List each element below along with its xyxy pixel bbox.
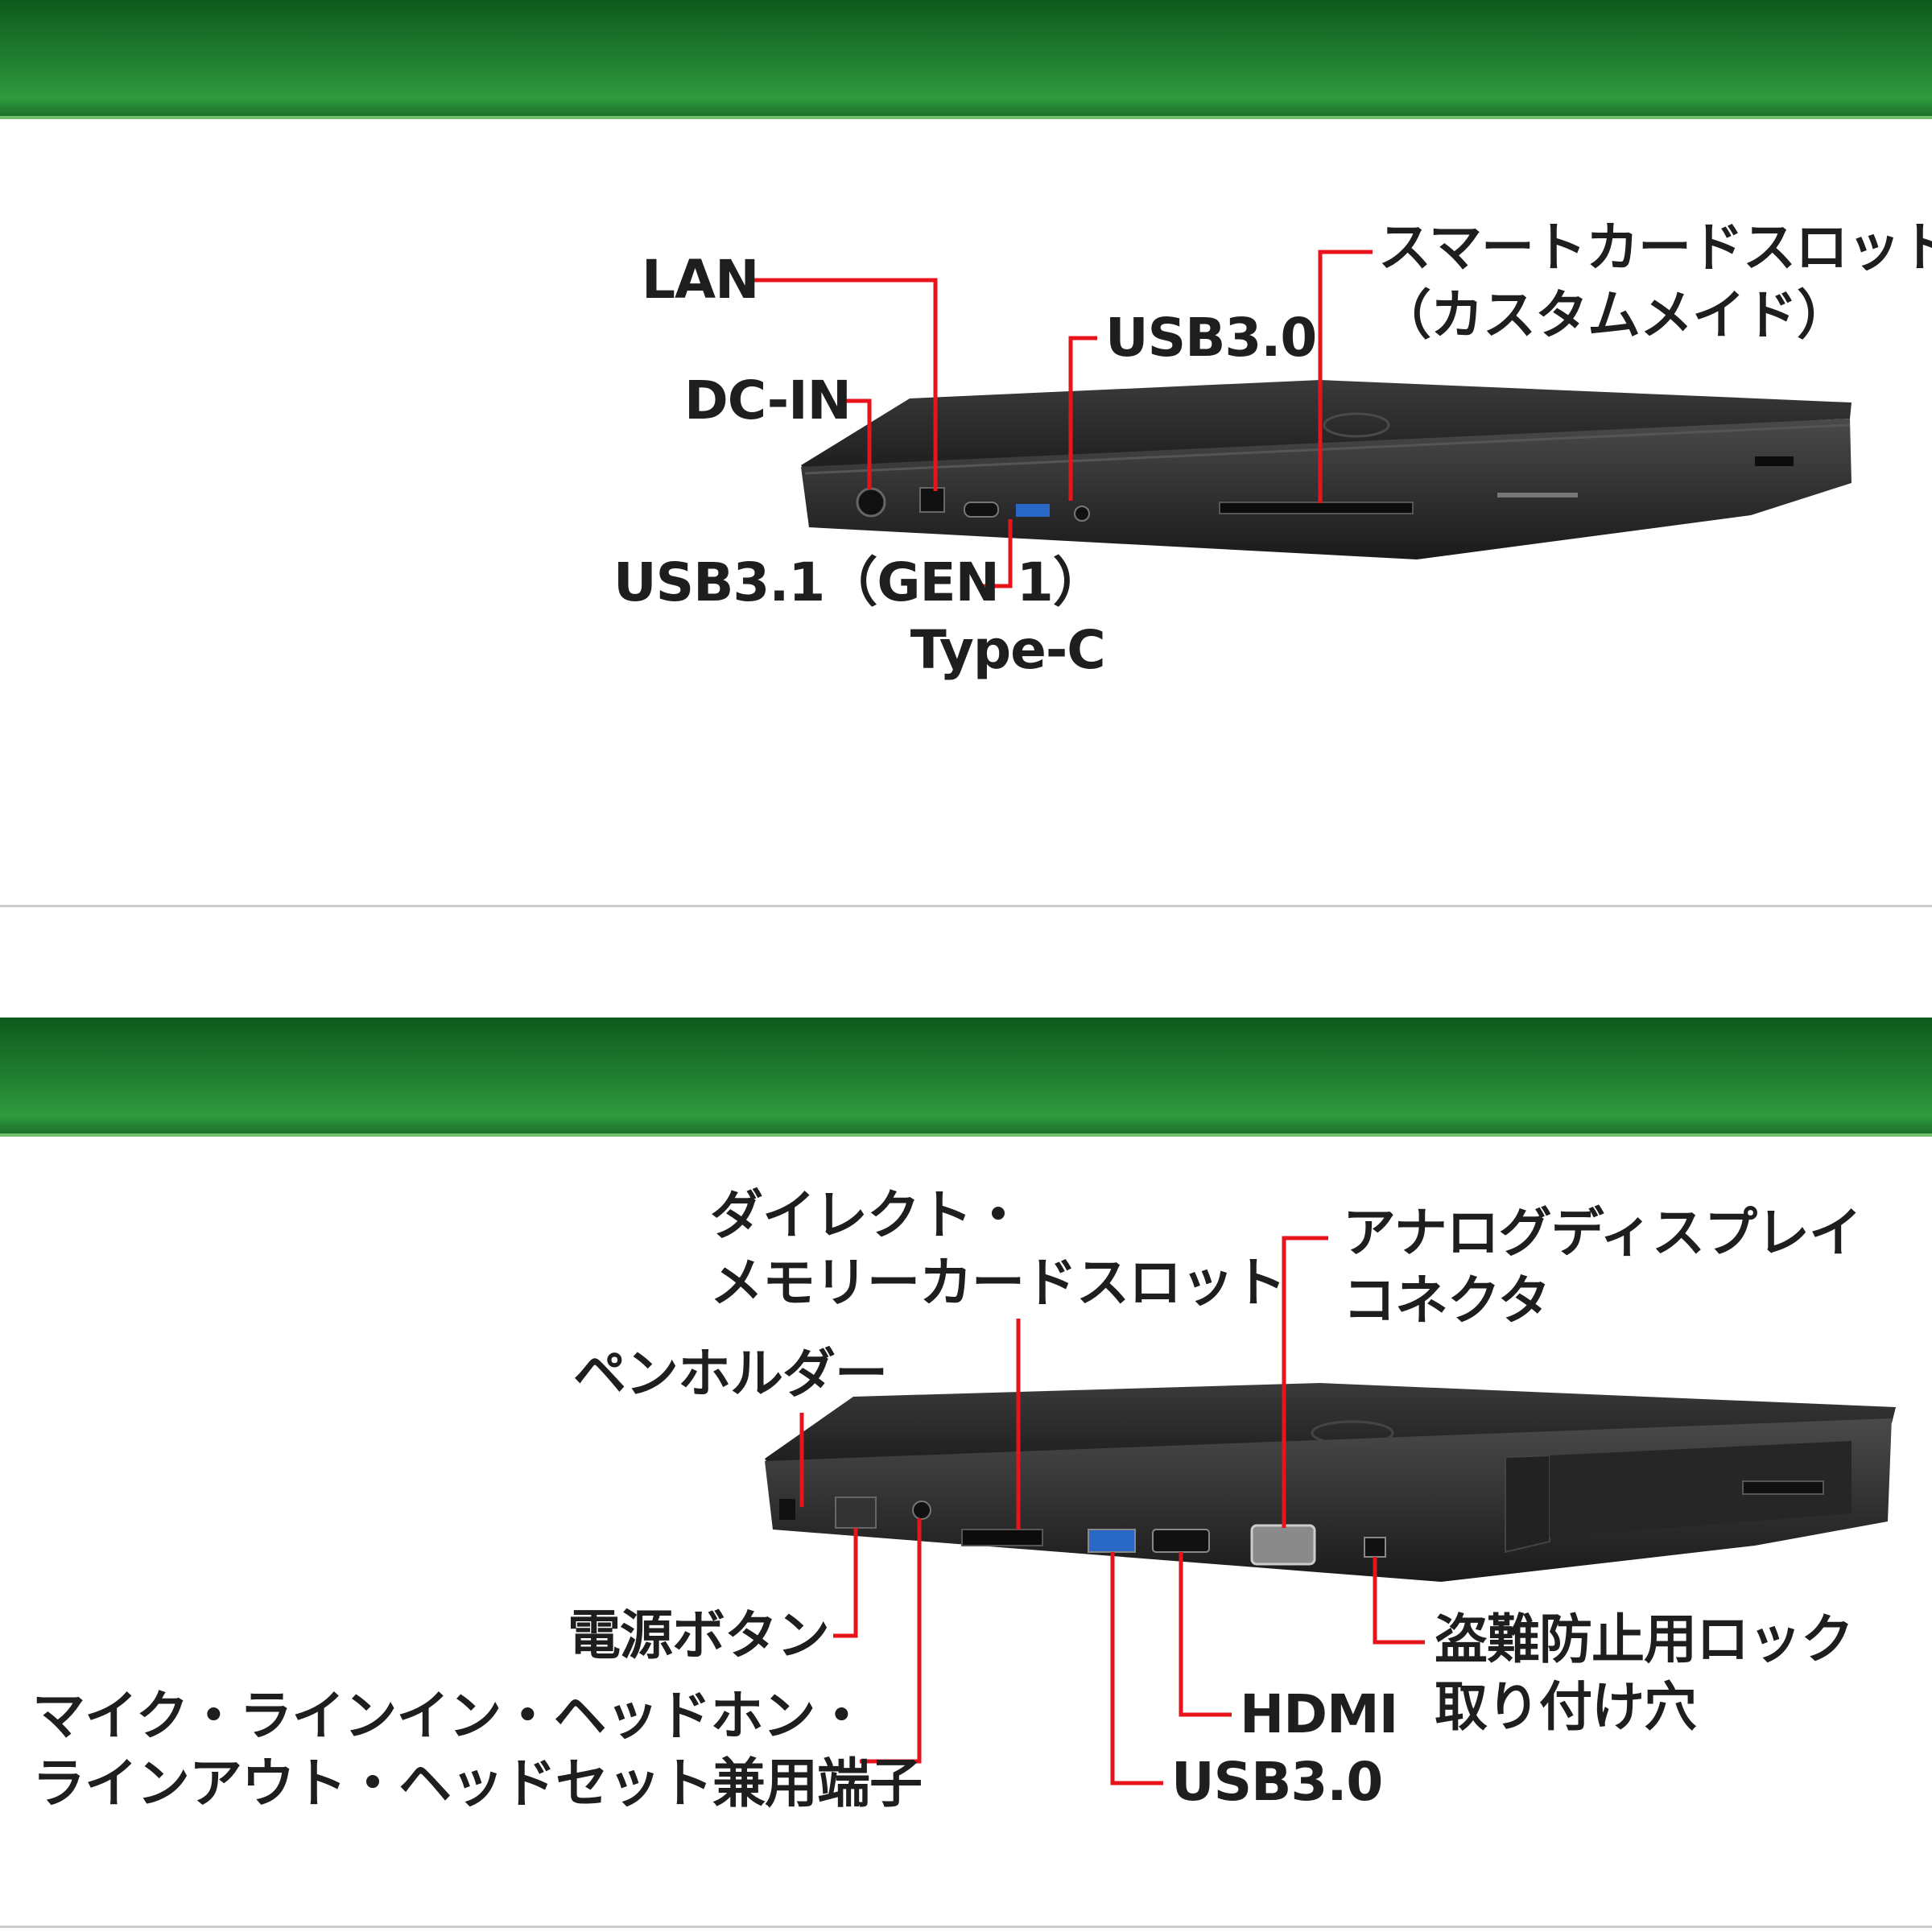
status-leds xyxy=(1497,493,1578,497)
label-line: 盗難防止用ロック xyxy=(1435,1608,1854,1670)
label-usb30-left: USB3.0 xyxy=(1171,1751,1383,1813)
label-line: メモリーカードスロット xyxy=(710,1252,1286,1314)
laptop-left-side xyxy=(765,1383,1896,1582)
lan-leader xyxy=(753,278,938,491)
label-power-button: 電源ボタン xyxy=(568,1604,830,1666)
label-direct-memory-card-slot: ダイレクト・ メモリーカードスロット xyxy=(710,1182,1286,1317)
laptop-body xyxy=(801,419,1852,559)
vga-port xyxy=(1250,1524,1316,1566)
audio-jack-leader xyxy=(860,1518,922,1764)
laptop-right-side xyxy=(801,380,1852,559)
lock-slot xyxy=(1364,1537,1386,1558)
usb30-leader xyxy=(1110,1552,1163,1785)
label-line: アナログディスプレイ xyxy=(1343,1202,1862,1264)
audio-port xyxy=(1074,506,1090,522)
side-slot xyxy=(1755,456,1794,466)
label-dc-in: DC-IN xyxy=(684,369,852,431)
brand-logo xyxy=(1311,1420,1394,1446)
lan-port xyxy=(919,487,945,513)
label-hdmi: HDMI xyxy=(1240,1683,1398,1745)
usb30-leader xyxy=(1068,336,1097,501)
section-header-banner xyxy=(0,1018,1932,1137)
power-button-leader xyxy=(833,1528,858,1638)
pen-holder xyxy=(779,1499,795,1520)
label-usb31-type-c: USB3.1（GEN 1） Type-C xyxy=(613,549,1106,684)
label-pen-holder: ペンホルダー xyxy=(573,1343,888,1405)
usb31-leader xyxy=(978,519,1013,588)
brand-logo xyxy=(1323,412,1390,438)
power-button xyxy=(835,1496,877,1529)
hdmi-port xyxy=(1152,1529,1210,1553)
dc-in-port xyxy=(856,487,886,518)
memory-card-slot xyxy=(961,1529,1043,1546)
label-line: マイク・ラインイン・ヘッドホン・ xyxy=(32,1685,868,1747)
label-lan: LAN xyxy=(642,249,759,311)
analog-display-leader xyxy=(1282,1236,1328,1528)
smart-card-slot xyxy=(1219,502,1414,514)
usb3-port xyxy=(1016,504,1050,517)
section-divider xyxy=(0,905,1932,907)
label-smart-card-slot: スマートカードスロット （カスタムメイド） xyxy=(1378,214,1932,349)
hinge-bar xyxy=(1550,1441,1852,1538)
label-analog-display-connector: アナログディスプレイ コネクタ xyxy=(1343,1199,1862,1335)
label-line: 取り付け穴 xyxy=(1435,1676,1697,1738)
dc-in-leader xyxy=(837,398,872,489)
section-header-banner xyxy=(0,0,1932,119)
smart-card-leader xyxy=(1318,250,1373,503)
hinge-block xyxy=(1505,1454,1550,1554)
label-security-lock-slot: 盗難防止用ロック 取り付け穴 xyxy=(1435,1606,1854,1741)
leader-lines-right xyxy=(753,250,1373,588)
label-line: Type-C xyxy=(910,619,1106,681)
label-line: コネクタ xyxy=(1343,1269,1550,1331)
label-line: ダイレクト・ xyxy=(710,1184,1025,1246)
label-line: ラインアウト・ヘッドセット兼用端子 xyxy=(32,1752,923,1814)
section-divider xyxy=(0,1926,1932,1928)
vent xyxy=(1742,1480,1824,1495)
hdmi-leader xyxy=(1179,1552,1232,1717)
label-line: USB3.1（GEN 1） xyxy=(613,551,1106,613)
leader-lines-left xyxy=(799,1236,1425,1785)
lock-leader xyxy=(1373,1557,1425,1645)
label-line: スマートカードスロット xyxy=(1378,217,1932,279)
label-line: （カスタムメイド） xyxy=(1378,284,1850,346)
laptop-lid xyxy=(801,380,1852,471)
audio-jack xyxy=(912,1501,931,1520)
usb-c-port xyxy=(964,502,999,518)
label-usb30-right: USB3.0 xyxy=(1105,307,1317,369)
usb3-port xyxy=(1088,1529,1136,1553)
label-audio-combo-jack: マイク・ラインイン・ヘッドホン・ ラインアウト・ヘッドセット兼用端子 xyxy=(32,1682,923,1818)
